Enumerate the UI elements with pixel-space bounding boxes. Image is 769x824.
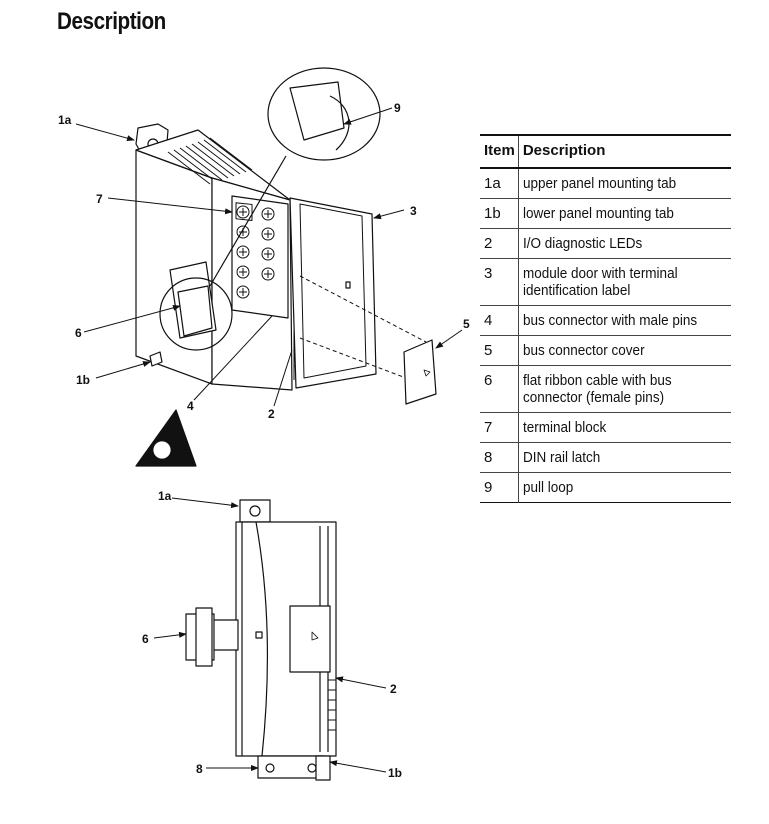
description-cell: bus connector cover — [518, 336, 731, 366]
page-title: Description — [57, 8, 166, 35]
column-header-description: Description — [522, 142, 606, 159]
table-row: 6 flat ribbon cable with bus connector (… — [480, 365, 731, 413]
column-header-item: Item — [480, 135, 519, 168]
description-cell: flat ribbon cable with bus connector (fe… — [518, 366, 731, 413]
table-row: 2 I/O diagnostic LEDs — [480, 228, 731, 259]
callout-6-top: 6 — [75, 326, 82, 340]
callout-3-top: 3 — [410, 204, 417, 218]
description-text: bus connector with male pins — [522, 312, 697, 329]
description-text: terminal block — [522, 419, 607, 436]
item-cell: 8 — [480, 442, 519, 473]
callout-6-bottom: 6 — [142, 632, 149, 646]
callout-8-bottom: 8 — [196, 762, 203, 776]
callout-2-bottom: 2 — [390, 682, 397, 696]
description-text: bus connector cover — [522, 342, 645, 359]
item-cell: 7 — [480, 412, 519, 443]
item-cell: 1b — [480, 198, 519, 229]
description-text: I/O diagnostic LEDs — [522, 235, 643, 252]
callout-1b-bottom: 1b — [388, 766, 402, 780]
table-row: 4 bus connector with male pins — [480, 305, 731, 336]
description-cell: I/O diagnostic LEDs — [518, 229, 731, 259]
description-cell: upper panel mounting tab — [518, 168, 731, 199]
table-row: 8 DIN rail latch — [480, 442, 731, 473]
item-cell: 3 — [480, 258, 519, 306]
callout-5-top: 5 — [463, 317, 470, 331]
description-cell: terminal block — [518, 413, 731, 443]
callout-4-top: 4 — [187, 399, 194, 413]
table-row: 7 terminal block — [480, 412, 731, 443]
callout-2-top: 2 — [268, 407, 275, 421]
description-text: lower panel mounting tab — [522, 205, 674, 222]
table-row: 9 pull loop — [480, 472, 731, 503]
description-cell: DIN rail latch — [518, 443, 731, 473]
description-cell: pull loop — [518, 473, 731, 503]
table-row: 5 bus connector cover — [480, 335, 731, 366]
item-cell: 9 — [480, 472, 519, 503]
item-cell: 6 — [480, 365, 519, 413]
table-header-row: Item Description — [480, 135, 731, 168]
description-text: flat ribbon cable with bus connector (fe… — [522, 372, 672, 406]
side-module-view — [185, 499, 337, 781]
callout-9-top: 9 — [394, 101, 401, 115]
description-text: upper panel mounting tab — [522, 175, 676, 192]
description-cell: module door with terminal identification… — [518, 259, 731, 306]
description-cell: bus connector with male pins — [518, 306, 731, 336]
item-cell: 5 — [480, 335, 519, 366]
table-row: 1b lower panel mounting tab — [480, 198, 731, 229]
item-cell: 1a — [480, 168, 519, 199]
description-table: Item Description 1a upper panel mounting… — [480, 134, 731, 503]
isometric-module-view — [135, 67, 437, 467]
table-row: 3 module door with terminal identificati… — [480, 258, 731, 306]
item-cell: 2 — [480, 228, 519, 259]
callout-1a-bottom: 1a — [158, 489, 172, 503]
callout-1a-top: 1a — [58, 113, 72, 127]
description-cell: lower panel mounting tab — [518, 199, 731, 229]
description-text: module door with terminal identification… — [522, 265, 678, 299]
callout-1b-top: 1b — [76, 373, 90, 387]
item-cell: 4 — [480, 305, 519, 336]
description-text: pull loop — [522, 479, 574, 496]
table-row: 1a upper panel mounting tab — [480, 168, 731, 199]
description-text: DIN rail latch — [522, 449, 601, 466]
callout-7-top: 7 — [96, 192, 103, 206]
